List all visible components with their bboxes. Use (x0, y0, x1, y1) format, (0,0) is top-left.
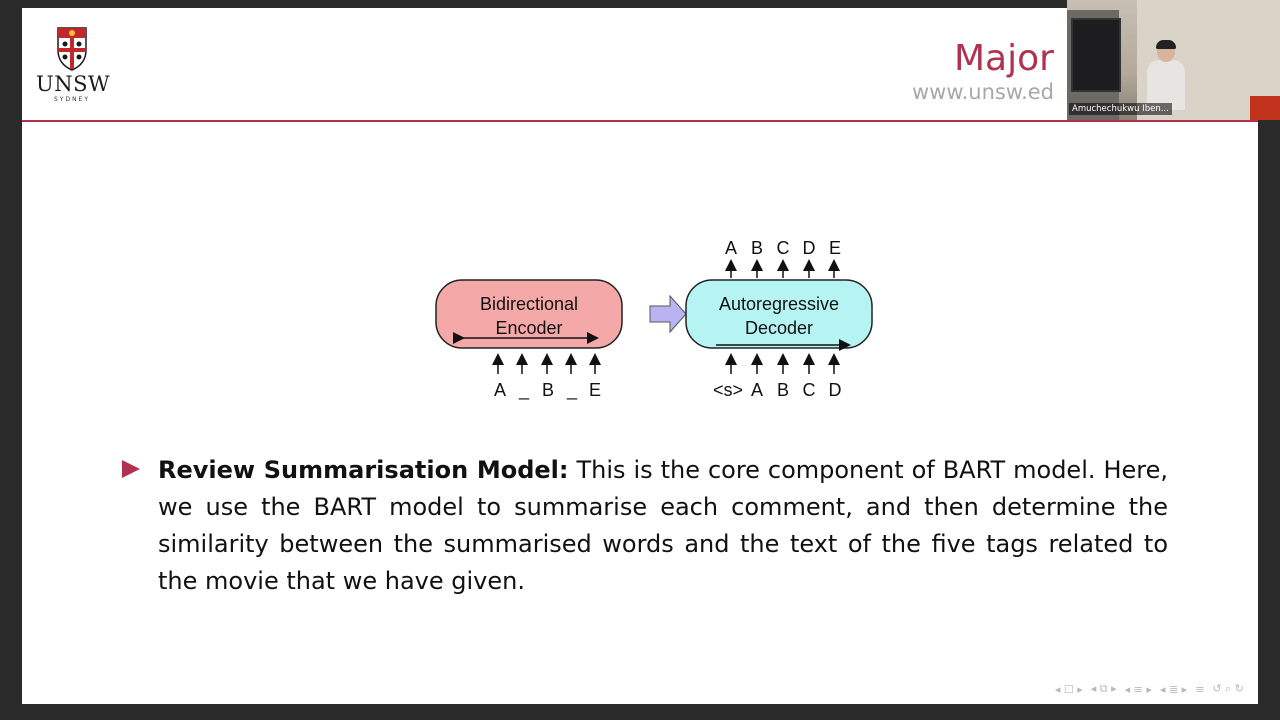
encoder-input-token: _ (566, 380, 578, 401)
video-person-body (1147, 60, 1185, 110)
decoder-input-arrows (725, 353, 840, 374)
encoder-input-token: E (589, 380, 601, 400)
participant-video-tile[interactable]: Amuchechukwu Iben... (1067, 0, 1280, 120)
encoder-label-line2: Encoder (495, 318, 562, 338)
encoder-input-token: _ (518, 380, 530, 401)
bullet-heading: Review Summarisation Model: (158, 456, 569, 484)
decoder-input-token: A (751, 380, 763, 400)
decoder-output-arrows (725, 259, 840, 278)
decoder-label-line2: Decoder (745, 318, 813, 338)
nav-subsection-icon[interactable]: ◂ ⧉ ▸ (1090, 682, 1117, 695)
decoder-output-token: B (751, 238, 763, 258)
bullet-text: Review Summarisation Model: This is the … (158, 452, 1168, 600)
decoder-input-token: B (777, 380, 789, 400)
video-person-hair (1156, 40, 1176, 49)
bart-diagram: Bidirectional Encoder Autoregressive Dec… (435, 238, 873, 401)
decoder-label-line1: Autoregressive (719, 294, 839, 314)
decoder-output-token: C (777, 238, 790, 258)
encoder-to-decoder-arrow-icon (649, 294, 687, 334)
unsw-logo: UNSW SYDNEY (36, 26, 111, 108)
beamer-navigation: ◂ ☐ ▸ ◂ ⧉ ▸ ◂ ≡ ▸ ◂ ≣ ▸ ≡ ↺ ⌕ ↻ (1055, 680, 1244, 698)
decoder-output-token: A (725, 238, 737, 258)
nav-align-icon[interactable]: ≡ (1195, 682, 1205, 696)
nav-doc-icon[interactable]: ◂ ≣ ▸ (1159, 682, 1188, 696)
decoder-input-token: C (803, 380, 816, 400)
video-monitor (1071, 18, 1121, 92)
decoder-box (685, 279, 873, 349)
nav-search-icon[interactable]: ↺ ⌕ ↻ (1212, 682, 1244, 695)
encoder-label-line1: Bidirectional (480, 294, 578, 314)
encoder-input-token: B (542, 380, 554, 400)
nav-prev-frame-icon[interactable]: ◂ ☐ ▸ (1054, 682, 1083, 696)
nav-section-icon[interactable]: ◂ ≡ ▸ (1124, 682, 1152, 696)
logo-subtitle: SYDNEY (53, 96, 91, 103)
encoder-input-arrows (492, 353, 601, 374)
encoder-box (435, 279, 623, 349)
decoder-output-token: E (829, 238, 841, 258)
video-red-object (1250, 96, 1280, 120)
decoder-output-token: D (803, 238, 816, 258)
logo-wordmark: UNSW (36, 72, 111, 96)
slide: UNSW SYDNEY Major N www.unsw.ed Bidirect… (22, 8, 1258, 704)
bullet-body: This is the core component of BART model… (158, 456, 1168, 595)
header-divider (22, 120, 1258, 122)
participant-name-label: Amuchechukwu Iben... (1069, 103, 1172, 115)
unsw-crest-icon (57, 27, 87, 71)
decoder-input-token: <s> (713, 380, 743, 400)
bullet-triangle-icon (122, 460, 140, 478)
encoder-input-token: A (494, 380, 506, 400)
decoder-input-token: D (829, 380, 842, 400)
slide-url: www.unsw.ed (912, 80, 1055, 104)
